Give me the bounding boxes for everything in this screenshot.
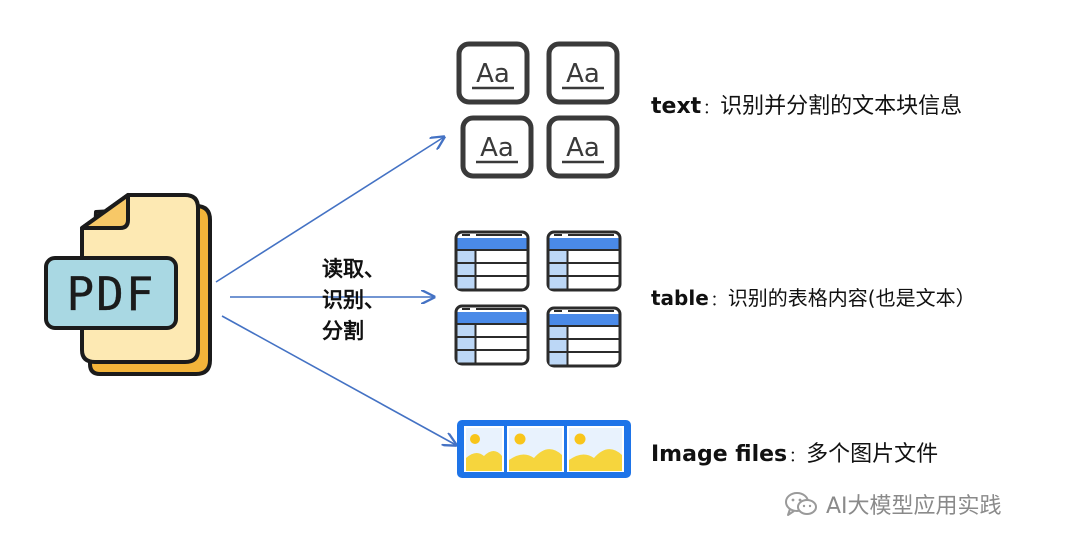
aa-glyph: Aa [566,59,600,89]
pdf-label: PDF [66,267,155,321]
aa-glyph: Aa [566,133,600,163]
process-label: 读取、 识别、 分割 [322,254,385,347]
output-key: text [651,94,702,119]
output-separator: ： [710,291,726,309]
image-files-icon [457,420,631,478]
process-label-line: 分割 [322,319,364,343]
table-icon-group [454,230,622,368]
table-icon [454,230,530,292]
table-icon [546,306,622,368]
output-separator: ： [789,447,805,465]
output-key: Image files [651,442,788,467]
aa-glyph: Aa [476,59,510,89]
image-thumbnail [464,426,504,472]
aa-glyph: Aa [480,133,514,163]
watermark-text: AI大模型应用实践 [826,494,1002,519]
arrow-to-images [221,315,456,445]
text-format-icon: Aa [460,115,534,179]
output-key: table [651,286,709,310]
text-output-label: text：识别并分割的文本块信息 [651,88,962,120]
text-icon-group: Aa Aa Aa Aa [456,41,620,179]
process-label-line: 识别、 [322,288,385,312]
text-format-icon: Aa [456,41,530,105]
output-description: 多个图片文件 [806,442,939,467]
wechat-icon [785,492,817,516]
process-label-line: 读取、 [322,257,385,281]
table-icon [546,230,622,292]
text-format-icon: Aa [546,41,620,105]
table-output-label: table：识别的表格内容(也是文本） [651,282,976,311]
output-description: 识别的表格内容(也是文本） [727,286,976,310]
pdf-icon: PDF [44,193,212,376]
image-thumbnail [507,426,564,472]
watermark: AI大模型应用实践 [784,486,1002,522]
output-separator: ： [703,99,719,117]
text-format-icon: Aa [546,115,620,179]
image-output-label: Image files：多个图片文件 [651,436,938,468]
image-thumbnail [567,426,624,472]
arrow-to-text [215,137,444,283]
output-description: 识别并分割的文本块信息 [720,94,963,119]
table-icon [454,304,530,366]
